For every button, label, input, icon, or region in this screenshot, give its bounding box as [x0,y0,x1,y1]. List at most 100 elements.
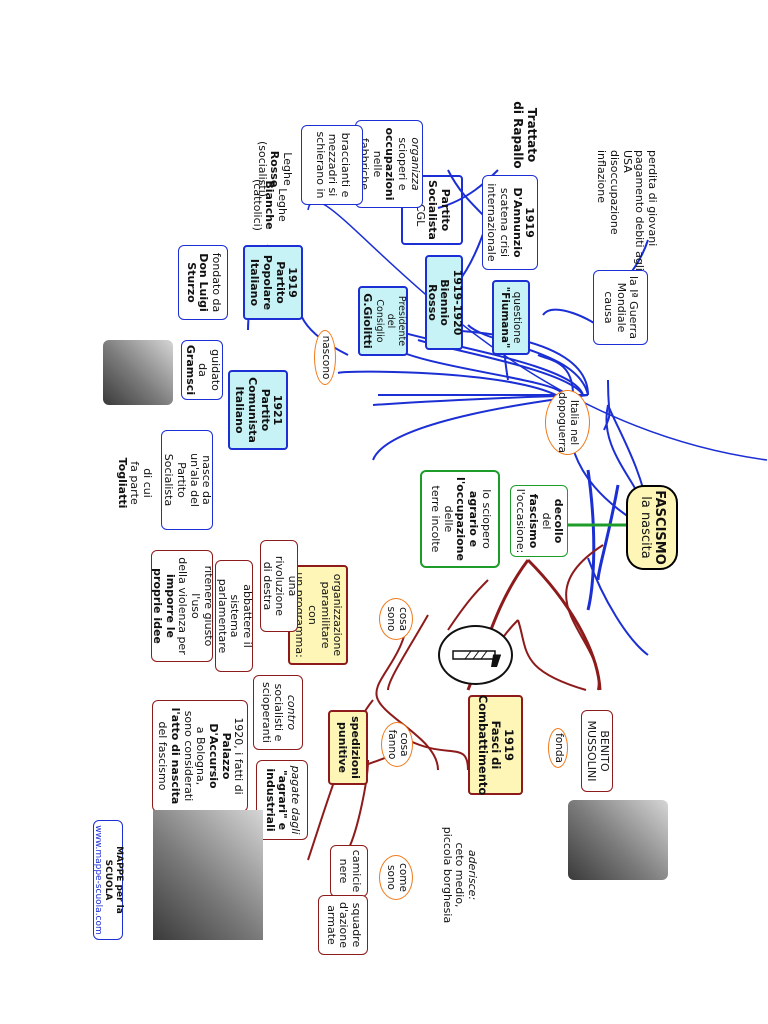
sciopero-line-3: l'occupazione [454,477,468,561]
accursio-line-2: Palazzo [219,732,233,780]
brand-box: MAPPE per la SCUOLA www.mappe-scuola.com [93,820,124,940]
mussolini-portrait [568,800,668,880]
ppi-line-1: 1919 [286,267,300,298]
accursio-line-4: a Bologna, [194,726,208,786]
pagate-line-3: industriali [263,768,277,832]
central-title: FASCISMO [652,490,668,565]
ppi-line-2: Partito [273,261,287,304]
biennio-rosso-box: 1919-1920 Biennio Rosso [425,255,464,350]
sturzo-line-1: fondato da [209,252,223,313]
dannunzio-line-2: D'Annunzio [510,187,524,258]
organizza-line-2: scioperi e [395,137,409,191]
togliatti-line-3: Togliatti [115,457,129,509]
organizza-line-1: organizza [408,137,422,191]
dannunzio-line-3: scatena crisi [498,187,511,258]
brand-label: MAPPE per la SCUOLA [103,846,124,914]
nascono-label: nascono [319,335,332,380]
togliatti-line-1: di cui [141,468,154,498]
giolitti-line-2: del Consiglio [373,299,396,343]
aderisce-line-1: aderisce: [466,849,479,901]
accursio-line-3: D'Accursio [206,723,220,789]
rivoluzione-box: una rivoluzione di destra [260,540,299,632]
postwar-line-2: dopoguerra [556,392,569,453]
violenza-line-1: ritenere giusto l'uso [188,565,215,647]
biennio-line-1: 1919-1920 [450,269,464,336]
contro-box: contro socialisti e scioperanti [253,675,303,750]
palazzo-photo [153,810,263,940]
decollo-line-1: decollo [552,498,566,544]
leghe-bianche-label: Leghe Bianche (cattolici) [250,175,289,235]
braccianti-box: braccianti e mezzadri si schierano in [301,125,363,205]
gramsci-box: guidato da Gramsci [181,340,223,400]
come-sono-line-2: sono [385,865,397,890]
contro-line-3: scioperanti [259,682,273,743]
come-sono-oval: come sono [379,855,413,900]
braccianti-line-1: braccianti e [338,132,352,198]
war-cause-box: la Iª Guerra Mondiale causa [593,270,648,345]
camicie-box: camicie nere [330,845,368,897]
sturzo-line-3: Sturzo [184,262,198,303]
war-line-1: la Iª Guerra [627,275,641,340]
spedizioni-box: spedizioni punitive [328,710,368,785]
dannunzio-box: 1919 D'Annunzio scatena crisi internazio… [482,175,538,270]
fiume-question-box: questione "Fiumana" [492,280,530,355]
decollo-line-3: fascismo [527,493,540,549]
togliatti-line-2: fa parte [128,461,142,505]
org-line-2: paramilitare con [306,581,332,649]
cosa-sono-line-1: cosa [396,606,409,632]
mussolini-line-1: BENITO [597,730,611,772]
war-line-3: causa [602,291,616,324]
sturzo-line-2: Don Luigi [197,253,211,312]
sciopero-line-4: delle [441,505,455,533]
fonda-oval: fonda [548,728,568,768]
cause-item: perdita di giovani [646,150,659,247]
fasces-icon [452,650,502,667]
nascono-oval: nascono [314,330,336,385]
war-line-2: Mondiale [614,282,628,333]
cause-item: pagamento debiti agli USA [620,150,647,271]
violenza-line-2: della violenza per [176,557,190,655]
bianche-line-1: Leghe [276,188,289,222]
spedizioni-line-1: spedizioni [348,716,362,779]
cosa-sono-line-2: sono [385,606,397,632]
postwar-oval: Italia nel dopoguerra [545,390,590,455]
aderisce-line-2: ceto medio, [453,842,467,908]
decollo-box: decollo del fascismo l'occasione: [510,485,568,557]
cause-list: perdita di giovani pagamento debiti agli… [595,150,659,280]
accursio-line-7: del fascismo [156,721,170,791]
accursio-box: 1920, i fatti di Palazzo D'Accursio a Bo… [152,700,248,812]
bianche-line-3: (cattolici) [250,179,264,231]
dannunzio-line-4: internazionale [485,183,499,262]
ala-line-1: nasce da [200,455,214,505]
fiume-line-2: "Fiumana" [499,286,511,349]
abbattere-line-2: sistema parlamentare [215,578,242,654]
pci-line-2: Partito [258,388,272,432]
gramsci-line-2: Gramsci [183,344,197,396]
fasci-line-3: Combattimento [475,694,490,796]
squadre-line-2: d'azione [337,901,351,949]
giolitti-line-3: G.Giolitti [360,293,374,349]
squadre-box: squadre d'azione armate [318,895,368,955]
gramsci-portrait [103,340,173,405]
sciopero-box: lo sciopero agrario e l'occupazione dell… [420,470,500,568]
rivoluzione-line-1: una rivoluzione [273,555,299,617]
braccianti-line-3: schierano in [313,131,327,199]
ala-box: nasce da un'ala del Partito Socialista [161,430,213,530]
fasces-emblem [438,625,513,685]
togliatti-label: di cui fa parte Togliatti [115,448,154,518]
org-line-1: organizzazione [331,573,345,657]
giolitti-box: Presidente del Consiglio G.Giolitti [358,286,408,356]
pci-line-1: 1921 [271,394,285,426]
fasci-line-1: 1919 [502,728,517,761]
abbattere-box: abbattere il sistema parlamentare [215,560,254,672]
aderisce-line-3: piccola borghesia [440,826,454,924]
cause-item: inflazione [595,150,609,203]
bianche-line-2: Bianche [263,180,277,230]
gramsci-line-1: guidato da [196,349,222,391]
violenza-line-3: imporre le [163,573,177,639]
camicie-line-1: camicie [349,849,363,893]
pci-line-3: Comunista [246,377,259,443]
accursio-line-5: sono considerati [181,710,195,802]
